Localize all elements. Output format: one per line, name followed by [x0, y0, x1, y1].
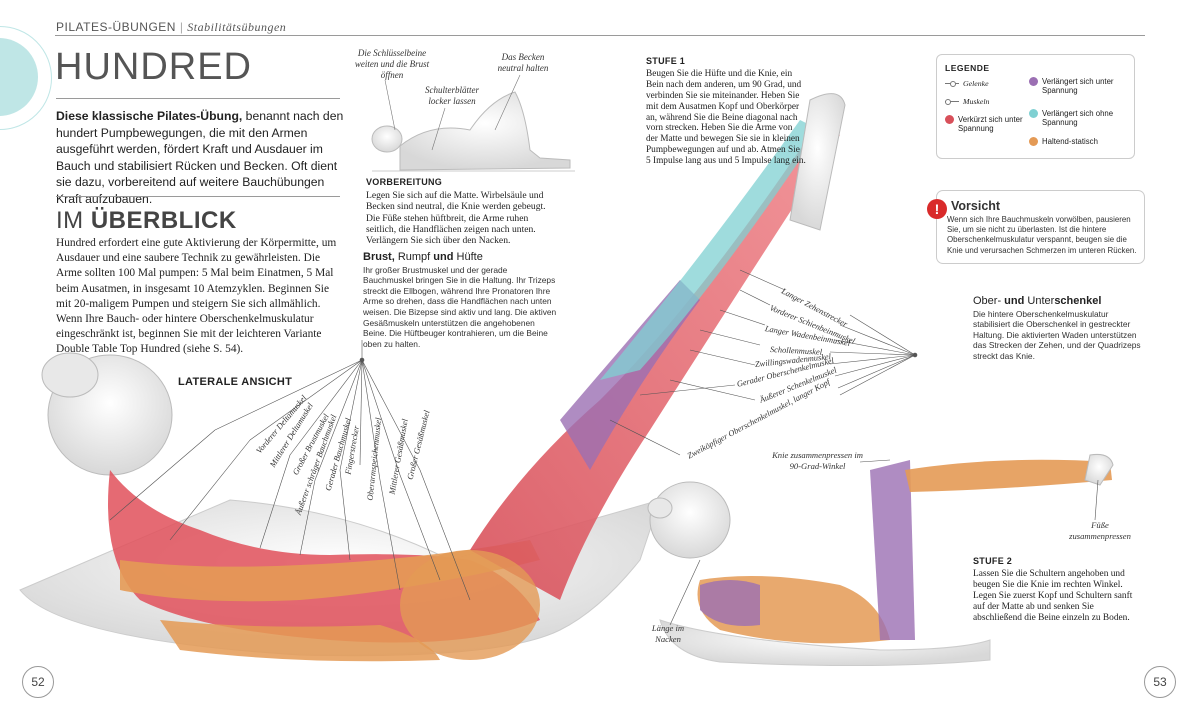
overview-rule	[56, 196, 340, 197]
legend-title: LEGENDE	[945, 63, 990, 73]
knee-annotation: Knie zusammenpressen im 90-Grad-Winkel	[772, 450, 863, 471]
warning-title: Vorsicht	[951, 199, 1001, 213]
brust-block: Brust, Rumpf und Hüfte Ihr großer Brustm…	[363, 252, 558, 349]
warning-icon: !	[927, 199, 947, 219]
stufe2-title: STUFE 2	[973, 556, 1013, 566]
intro-paragraph: Diese klassische Pilates-Übung, benannt …	[56, 108, 344, 207]
overview-title-bold: ÜBERBLICK	[90, 207, 237, 234]
page-number-left: 52	[22, 666, 54, 698]
lateral-view-label: LATERALE ANSICHT	[178, 376, 293, 388]
legend-joints-label: Gelenke	[963, 79, 989, 88]
overview-text: Hundred erfordert eine gute Aktivierung …	[56, 237, 337, 356]
legend: LEGENDE Gelenke Muskeln Verkürzt sich un…	[936, 54, 1135, 159]
legend-lengthen-no-tension-label: Verlängert sich ohne Spannung	[1042, 109, 1114, 127]
page-title: HUNDRED	[55, 46, 252, 88]
prep-annotation-shoulder: Schulterblätter locker lassen	[425, 85, 479, 106]
ober-heading-2: und	[1001, 295, 1028, 307]
overview-title-pre: IM	[56, 207, 91, 234]
ober-heading: Ober- und Unterschenkel	[973, 296, 1148, 307]
legend-joints: Gelenke	[945, 79, 989, 88]
prep-annotation-clavicle: Die Schlüsselbeine weiten und die Brust …	[354, 48, 430, 80]
cyan-dot-icon	[1029, 109, 1038, 118]
brust-heading-4: Hüfte	[453, 251, 483, 263]
preparation-title: VORBEREITUNG	[366, 177, 443, 187]
stufe1-block: STUFE 1 Beugen Sie die Hüfte und die Kni…	[646, 56, 806, 167]
legend-lengthen-tension: Verlängert sich unter Spannung	[1029, 77, 1129, 95]
preparation-figure	[371, 91, 575, 172]
legend-lengthen-no-tension: Verlängert sich ohne Spannung	[1029, 109, 1129, 127]
warning-text: Wenn sich Ihre Bauchmuskeln vorwölben, p…	[947, 215, 1137, 255]
legend-lengthen-tension-label: Verlängert sich unter Spannung	[1042, 77, 1114, 95]
stufe1-text: Beugen Sie die Hüfte und die Knie, ein B…	[646, 68, 806, 167]
section-label: PILATES-ÜBUNGEN | Stabilitätsübungen	[56, 20, 287, 34]
joint-icon	[945, 81, 959, 87]
preparation-text: Legen Sie sich auf die Matte. Wirbelsäul…	[366, 190, 546, 247]
preparation-block: VORBEREITUNG Legen Sie sich auf die Matt…	[366, 177, 558, 246]
legend-shortened: Verkürzt sich unter Spannung	[945, 115, 1025, 133]
header-rule	[55, 35, 1145, 36]
purple-dot-icon	[1029, 77, 1038, 86]
hair-bun	[41, 352, 99, 398]
page-number-right: 53	[1144, 666, 1176, 698]
brust-heading-3: und	[433, 251, 454, 263]
legend-static-label: Haltend-statisch	[1042, 137, 1098, 146]
foot	[789, 93, 846, 231]
subsection-name: Stabilitätsübungen	[187, 20, 287, 34]
stufe2-figure	[647, 454, 1114, 667]
intro-bold: Diese klassische Pilates-Übung,	[56, 109, 243, 123]
neck-annotation: Länge im Nacken	[651, 623, 685, 644]
legend-static: Haltend-statisch	[1029, 137, 1129, 146]
prep-annotation-pelvis: Das Becken neutral halten	[497, 52, 549, 73]
title-rule	[56, 98, 340, 99]
ober-heading-1: Ober-	[973, 295, 1002, 307]
legend-muscles: Muskeln	[945, 97, 989, 106]
brust-text: Ihr großer Brustmuskel und der gerade Ba…	[363, 264, 557, 349]
intro-text: benannt nach den hundert Pumpbewegungen,…	[56, 109, 344, 206]
main-figure	[19, 93, 846, 662]
brust-heading-1: Brust,	[363, 251, 395, 263]
feet-annotation: Füße zusammenpressen	[1069, 520, 1131, 541]
ober-text: Die hintere Oberschenkelmuskulatur stabi…	[973, 308, 1141, 361]
stufe2-text: Lassen Sie die Schultern angehoben und b…	[973, 569, 1133, 623]
stufe1-title: STUFE 1	[646, 56, 686, 66]
ober-heading-4: schenkel	[1054, 295, 1102, 307]
brust-heading-2: Rumpf	[394, 251, 434, 263]
legend-muscles-label: Muskeln	[963, 97, 990, 106]
warning-box: ! Vorsicht Wenn sich Ihre Bauchmuskeln v…	[927, 190, 1145, 264]
ober-block: Ober- und Unterschenkel Die hintere Ober…	[973, 296, 1148, 362]
brust-heading: Brust, Rumpf und Hüfte	[363, 252, 558, 263]
ober-heading-3: Unter	[1027, 295, 1055, 307]
overview-title: IM ÜBERBLICK	[56, 207, 237, 235]
legend-shortened-label: Verkürzt sich unter Spannung	[958, 115, 1023, 133]
orange-dot-icon	[1029, 137, 1038, 146]
section-name: PILATES-ÜBUNGEN	[56, 20, 176, 34]
red-dot-icon	[945, 115, 954, 124]
stufe2-block: STUFE 2 Lassen Sie die Schultern angehob…	[973, 556, 1143, 624]
muscle-line-icon	[945, 99, 959, 105]
